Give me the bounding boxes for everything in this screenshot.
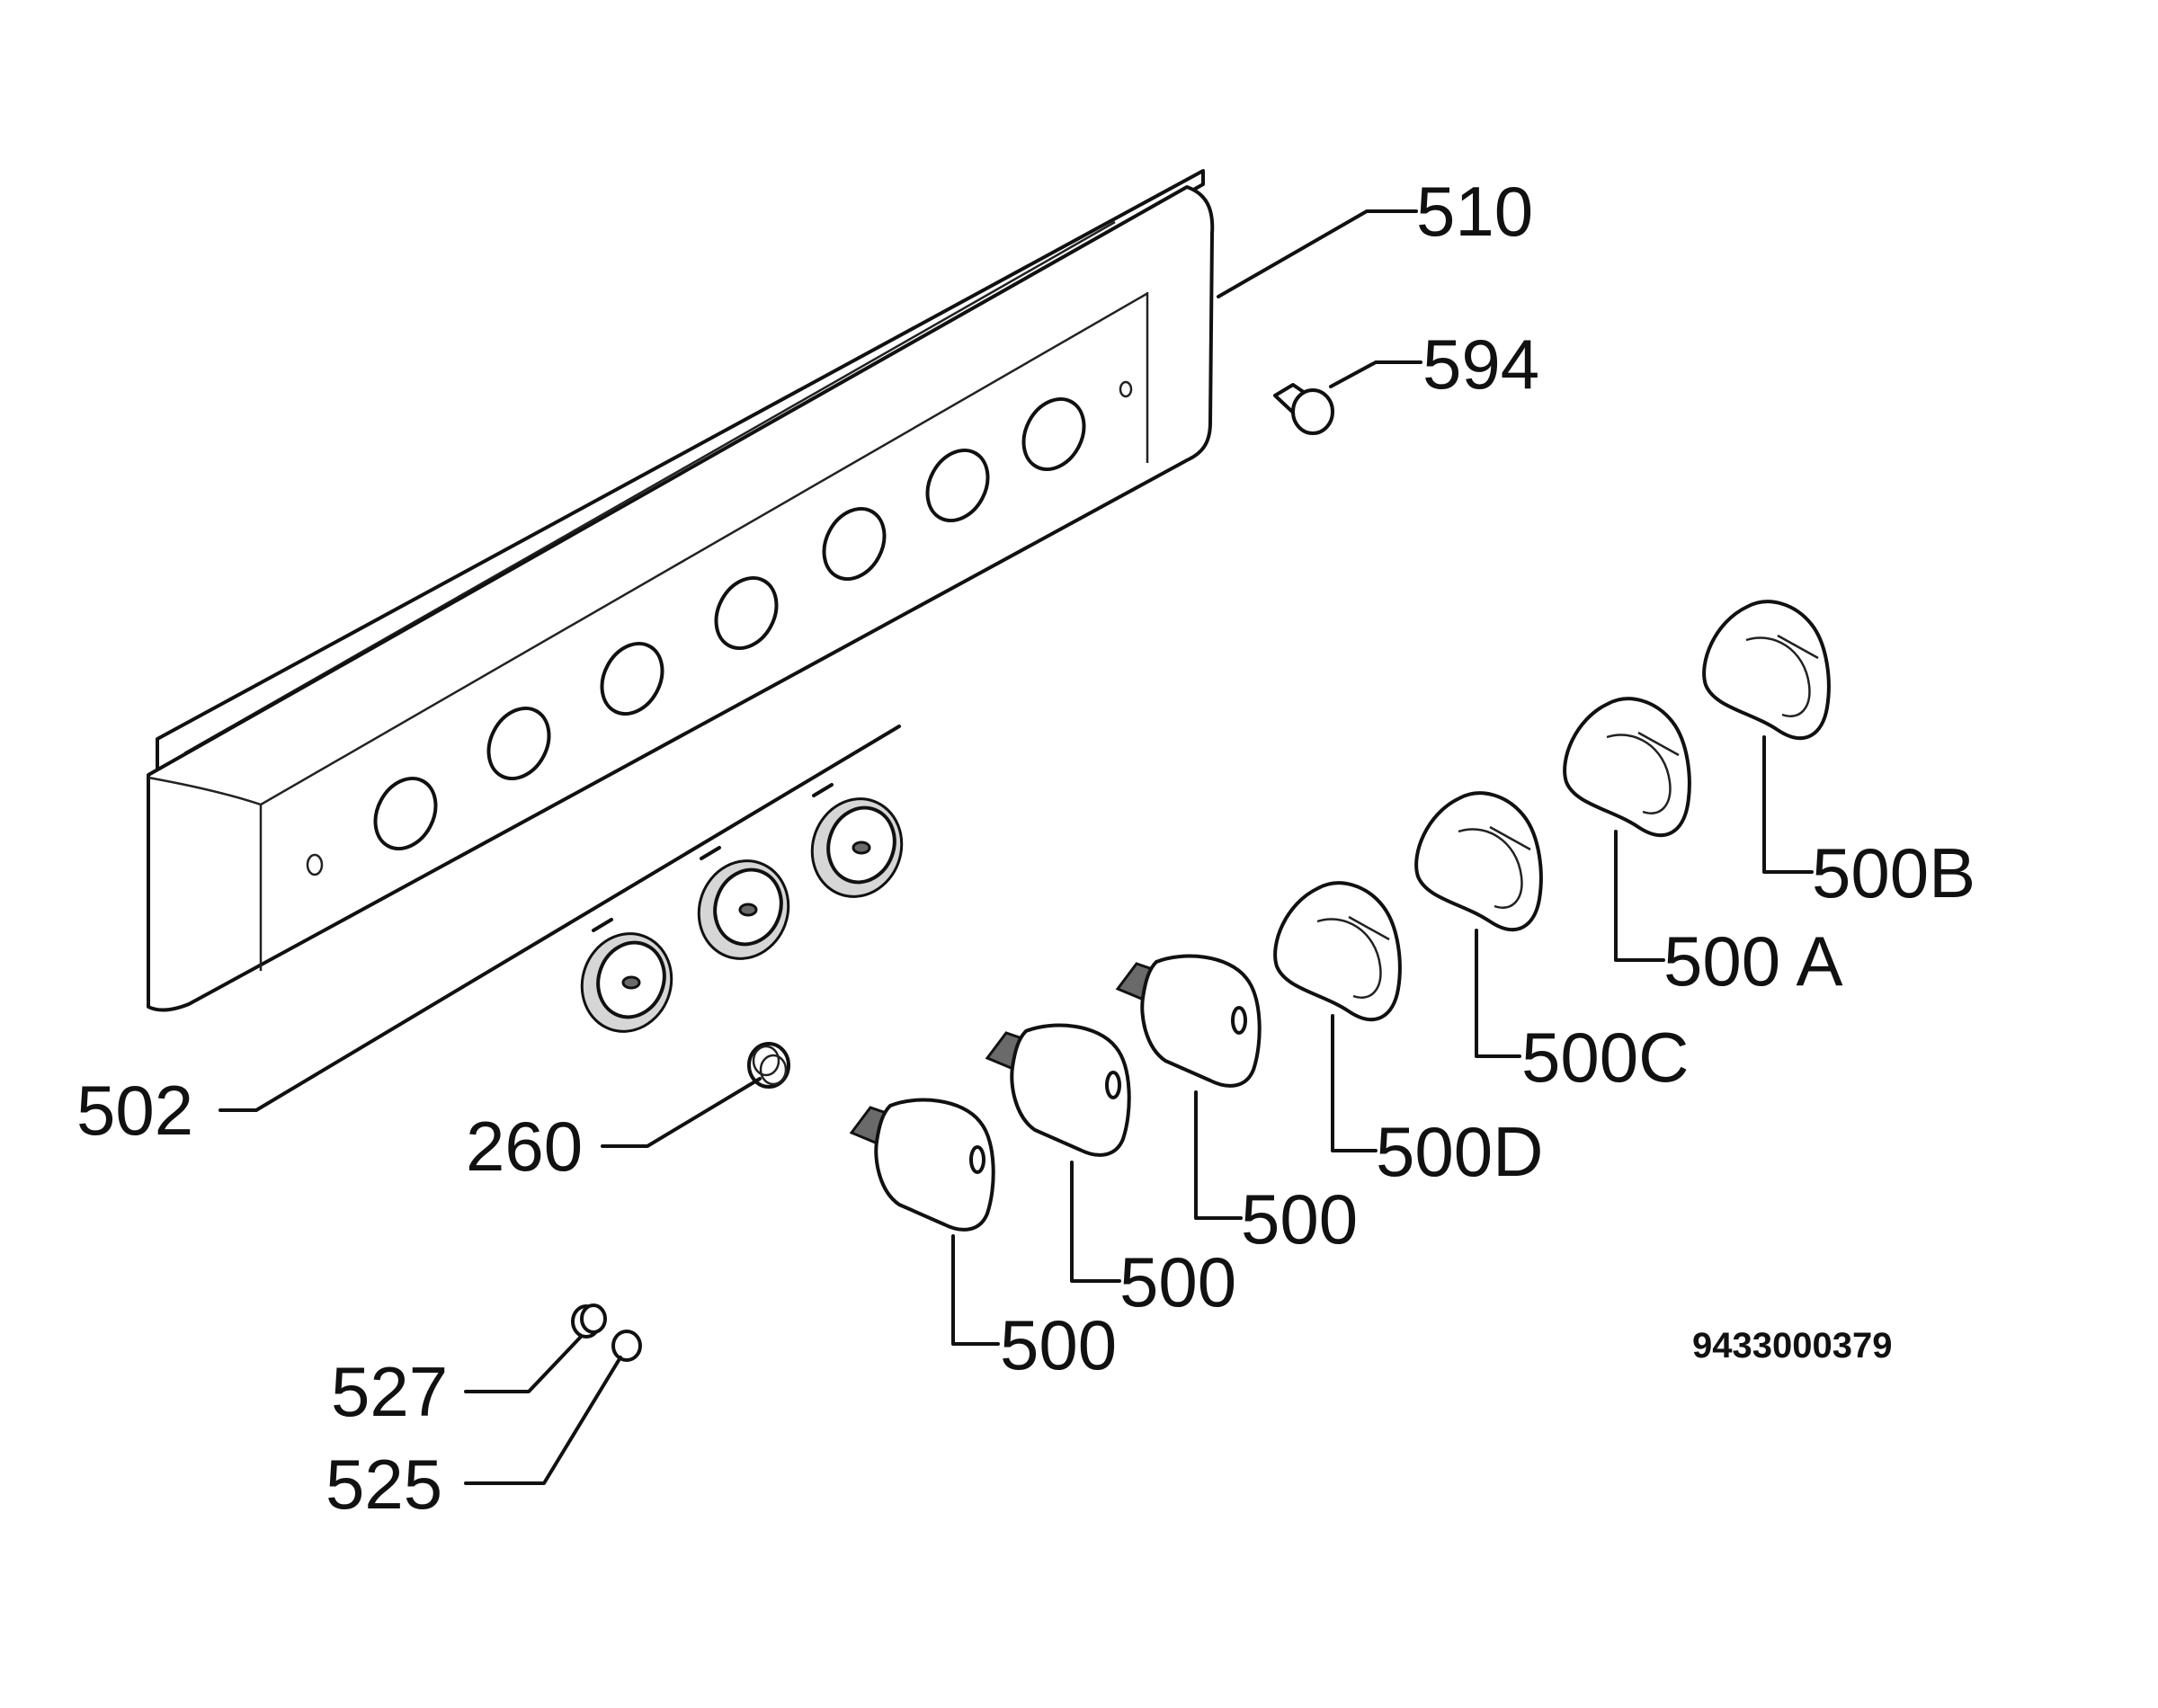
- label-525: 525: [325, 1445, 442, 1524]
- label-500d: 500D: [1376, 1112, 1543, 1191]
- leader-500c: [1475, 929, 1521, 1058]
- knob-500-2: [985, 1023, 1131, 1157]
- leader-500a: [1614, 830, 1665, 962]
- leader-502: [218, 725, 901, 1112]
- cap-525: [611, 1330, 642, 1362]
- spring-260: [747, 1042, 790, 1089]
- leader-527: [464, 1336, 582, 1393]
- knob-500-1: [849, 1098, 995, 1232]
- label-500c: 500C: [1521, 1018, 1689, 1097]
- label-594: 594: [1422, 325, 1539, 404]
- label-510: 510: [1416, 172, 1533, 251]
- label-500-1: 500: [1000, 1305, 1117, 1384]
- bezel-ring-1: [580, 932, 673, 1033]
- leader-500d: [1331, 1014, 1378, 1152]
- leader-500b: [1762, 735, 1814, 874]
- clip-594: [1273, 383, 1334, 435]
- bezel-ring-3: [810, 797, 904, 898]
- label-500-3: 500: [1241, 1179, 1358, 1259]
- knob-500c: [1414, 791, 1543, 932]
- label-500b: 500B: [1812, 833, 1975, 912]
- leader-525: [464, 1356, 622, 1485]
- label-260: 260: [466, 1107, 583, 1186]
- label-500-2: 500: [1119, 1242, 1236, 1321]
- label-500a: 500 A: [1663, 921, 1843, 1001]
- drawing-code: 9433000379: [1692, 1326, 1892, 1366]
- knob-500a: [1563, 697, 1691, 838]
- bezel-ring-2: [697, 859, 790, 960]
- control-panel-510: [147, 169, 1215, 1012]
- leader-260: [601, 1077, 762, 1148]
- knob-500b: [1702, 600, 1831, 741]
- leader-lines: [218, 209, 1814, 1485]
- knob-500d: [1273, 881, 1402, 1022]
- leader-500-1: [951, 1234, 1000, 1346]
- leader-502-ticks: [592, 783, 834, 932]
- leader-510: [1217, 209, 1418, 298]
- leader-594: [1329, 360, 1422, 388]
- label-527: 527: [331, 1352, 448, 1431]
- knob-500-3: [1115, 954, 1262, 1088]
- label-502: 502: [76, 1071, 193, 1150]
- cap-527: [571, 1303, 607, 1339]
- leader-500-3: [1194, 1090, 1243, 1220]
- leader-500-2: [1070, 1161, 1121, 1283]
